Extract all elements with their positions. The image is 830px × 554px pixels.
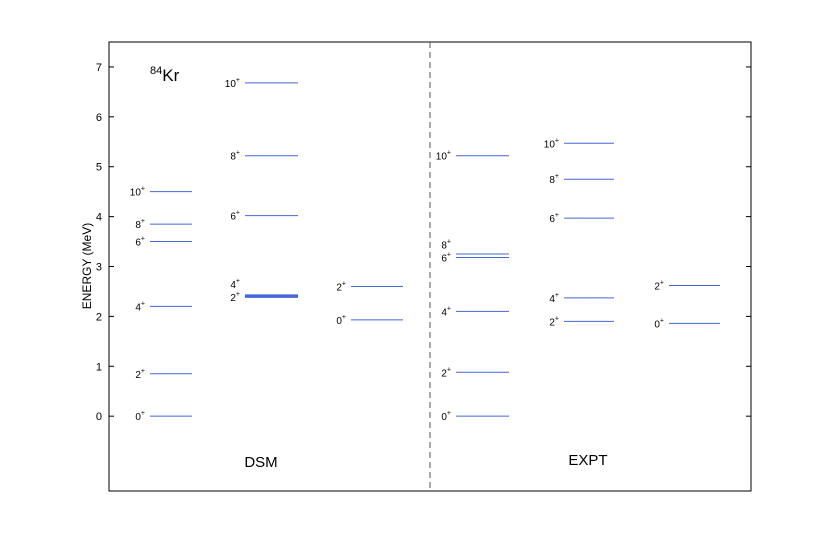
energy-levels: 0+2+4+6+8+10+2+4+6+8+10+0+2+0+2+4+6+8+10… [130,77,720,423]
spin-parity-label: 8+ [230,150,240,163]
parity-sign: + [141,300,145,307]
spin-parity-label: 6+ [230,210,240,223]
spin-parity-label: 10+ [544,137,559,150]
spin-parity-label: 0+ [654,317,664,330]
parity-sign: + [236,150,240,157]
spin-value: 8 [441,241,447,252]
spin-value: 2 [654,281,660,292]
spin-value: 0 [336,316,342,327]
y-tick-label: 5 [96,162,102,174]
y-tick-label: 6 [96,112,102,124]
y-tick-label: 4 [96,212,102,224]
spin-parity-label: 10+ [225,77,240,90]
y-axis-title: ENERGY (MeV) [80,223,94,309]
parity-sign: + [447,410,451,417]
element-symbol: Kr [162,66,179,85]
spin-value: 2 [135,370,141,381]
spin-value: 6 [230,212,236,223]
parity-sign: + [236,77,240,84]
spin-value: 8 [135,220,141,231]
spin-parity-label: 2+ [549,315,559,328]
parity-sign: + [447,150,451,157]
spin-value: 4 [441,307,447,318]
spin-parity-label: 10+ [130,186,145,199]
spin-parity-label: 4+ [135,300,145,313]
parity-sign: + [555,292,559,299]
y-axis: 0 1 2 3 4 5 6 7 [96,62,751,423]
spin-parity-label: 10+ [436,150,451,163]
parity-sign: + [447,305,451,312]
spin-value: 4 [230,280,236,291]
parity-sign: + [555,212,559,219]
spin-parity-label: 0+ [336,314,346,327]
spin-parity-label: 2+ [336,280,346,293]
parity-sign: + [236,210,240,217]
spin-parity-label: 6+ [441,252,451,265]
spin-parity-label: 2+ [230,291,240,304]
spin-parity-label: 4+ [549,292,559,305]
spin-value: 8 [549,175,555,186]
parity-sign: + [236,278,240,285]
spin-parity-label: 8+ [549,173,559,186]
spin-parity-label: 2+ [654,279,664,292]
parity-sign: + [660,279,664,286]
spin-parity-label: 4+ [230,278,240,291]
mass-number: 84 [150,65,162,77]
spin-value: 2 [549,317,555,328]
spin-value: 6 [135,238,141,249]
spin-value: 0 [654,319,660,330]
spin-parity-label: 2+ [441,366,451,379]
spin-parity-label: 8+ [441,239,451,252]
y-tick-label: 1 [96,361,102,373]
spin-value: 0 [441,412,447,423]
y-tick-label: 2 [96,311,102,323]
spin-value: 10 [225,79,237,90]
spin-parity-label: 6+ [549,212,559,225]
spin-value: 10 [436,152,448,163]
spin-parity-label: 6+ [135,236,145,249]
spin-value: 2 [336,282,342,293]
parity-sign: + [236,291,240,298]
parity-sign: + [447,252,451,259]
spin-value: 6 [441,254,447,265]
parity-sign: + [342,314,346,321]
spin-value: 4 [135,302,141,313]
spin-parity-label: 8+ [135,218,145,231]
spin-value: 8 [230,152,236,163]
panel-label-expt: EXPT [568,452,607,469]
panel-label-dsm: DSM [244,454,277,471]
spin-value: 6 [549,214,555,225]
parity-sign: + [141,368,145,375]
y-tick-label: 3 [96,262,102,274]
parity-sign: + [555,173,559,180]
parity-sign: + [342,280,346,287]
spin-parity-label: 4+ [441,305,451,318]
parity-sign: + [555,137,559,144]
spin-value: 10 [130,188,142,199]
nucleus-label: 84Kr [150,65,180,85]
spin-value: 2 [230,293,236,304]
parity-sign: + [555,315,559,322]
parity-sign: + [447,239,451,246]
y-tick-label: 0 [96,411,102,423]
parity-sign: + [660,317,664,324]
parity-sign: + [447,366,451,373]
spin-value: 2 [441,368,447,379]
spin-value: 10 [544,139,556,150]
spin-parity-label: 2+ [135,368,145,381]
parity-sign: + [141,410,145,417]
spin-parity-label: 0+ [441,410,451,423]
spin-value: 0 [135,412,141,423]
y-tick-label: 7 [96,62,102,74]
spin-parity-label: 0+ [135,410,145,423]
parity-sign: + [141,218,145,225]
parity-sign: + [141,186,145,193]
spin-value: 4 [549,294,555,305]
parity-sign: + [141,236,145,243]
